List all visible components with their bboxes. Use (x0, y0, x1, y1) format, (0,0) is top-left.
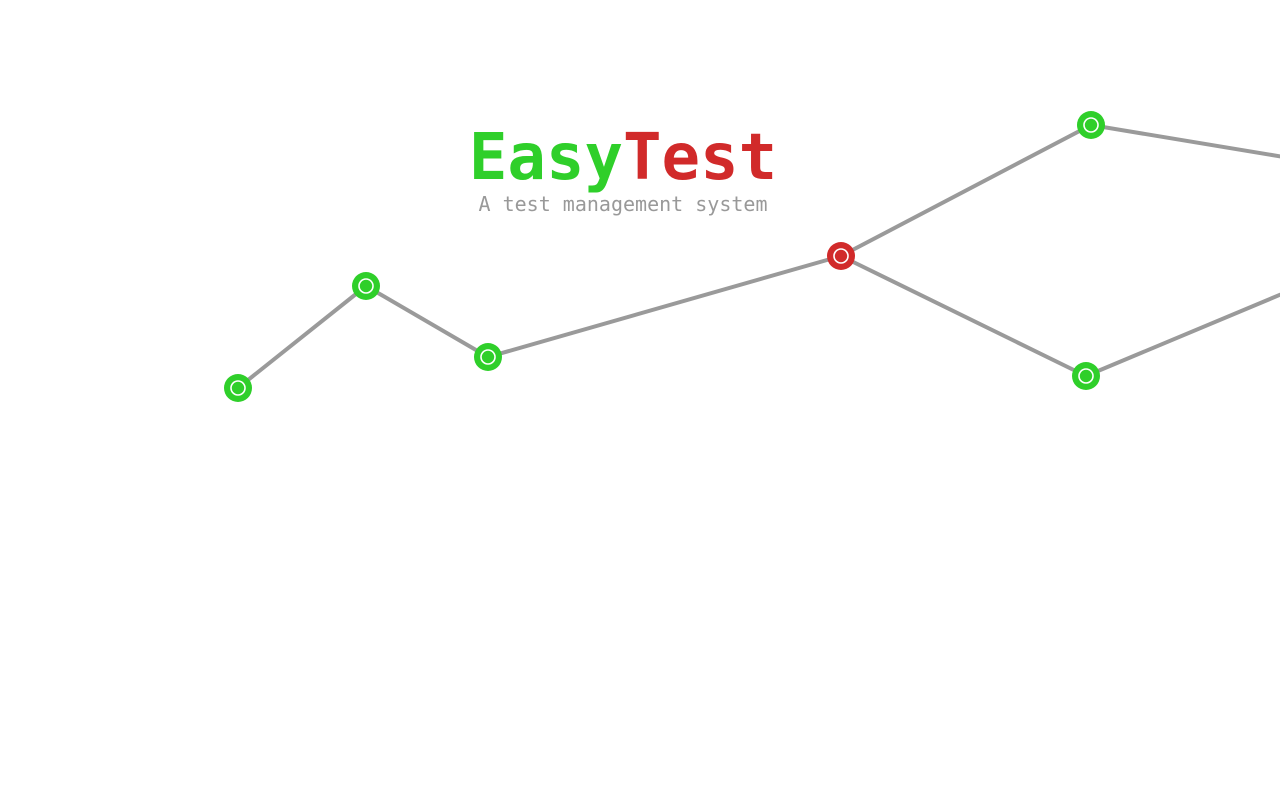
app-tagline: A test management system (478, 192, 768, 216)
logo-text-test: Test (623, 121, 778, 195)
graph-link-n5-offscreen (1089, 123, 1280, 159)
graph-node-pass (224, 374, 252, 402)
graph-node-fail (827, 242, 855, 270)
graph-link-n6-offscreen (1084, 292, 1280, 378)
graph-nodes (224, 111, 1105, 402)
graph-node-pass (1077, 111, 1105, 139)
node-core (230, 380, 246, 396)
node-core (358, 278, 374, 294)
node-core (1078, 368, 1094, 384)
graph-node-pass (474, 343, 502, 371)
node-core (480, 349, 496, 365)
graph-link-n3-n4 (486, 254, 843, 359)
graph-link-n1-n2 (236, 284, 368, 390)
graph-link-n4-n5 (839, 123, 1093, 258)
node-core (833, 248, 849, 264)
graph-node-pass (1072, 362, 1100, 390)
node-core (1083, 117, 1099, 133)
graph-node-pass (352, 272, 380, 300)
app-logo: EasyTest (0, 118, 1246, 198)
graph-links (236, 123, 1280, 390)
graph-link-n4-n6 (839, 254, 1088, 378)
graph-link-n2-n3 (364, 284, 490, 359)
logo-text-easy: Easy (468, 121, 623, 195)
